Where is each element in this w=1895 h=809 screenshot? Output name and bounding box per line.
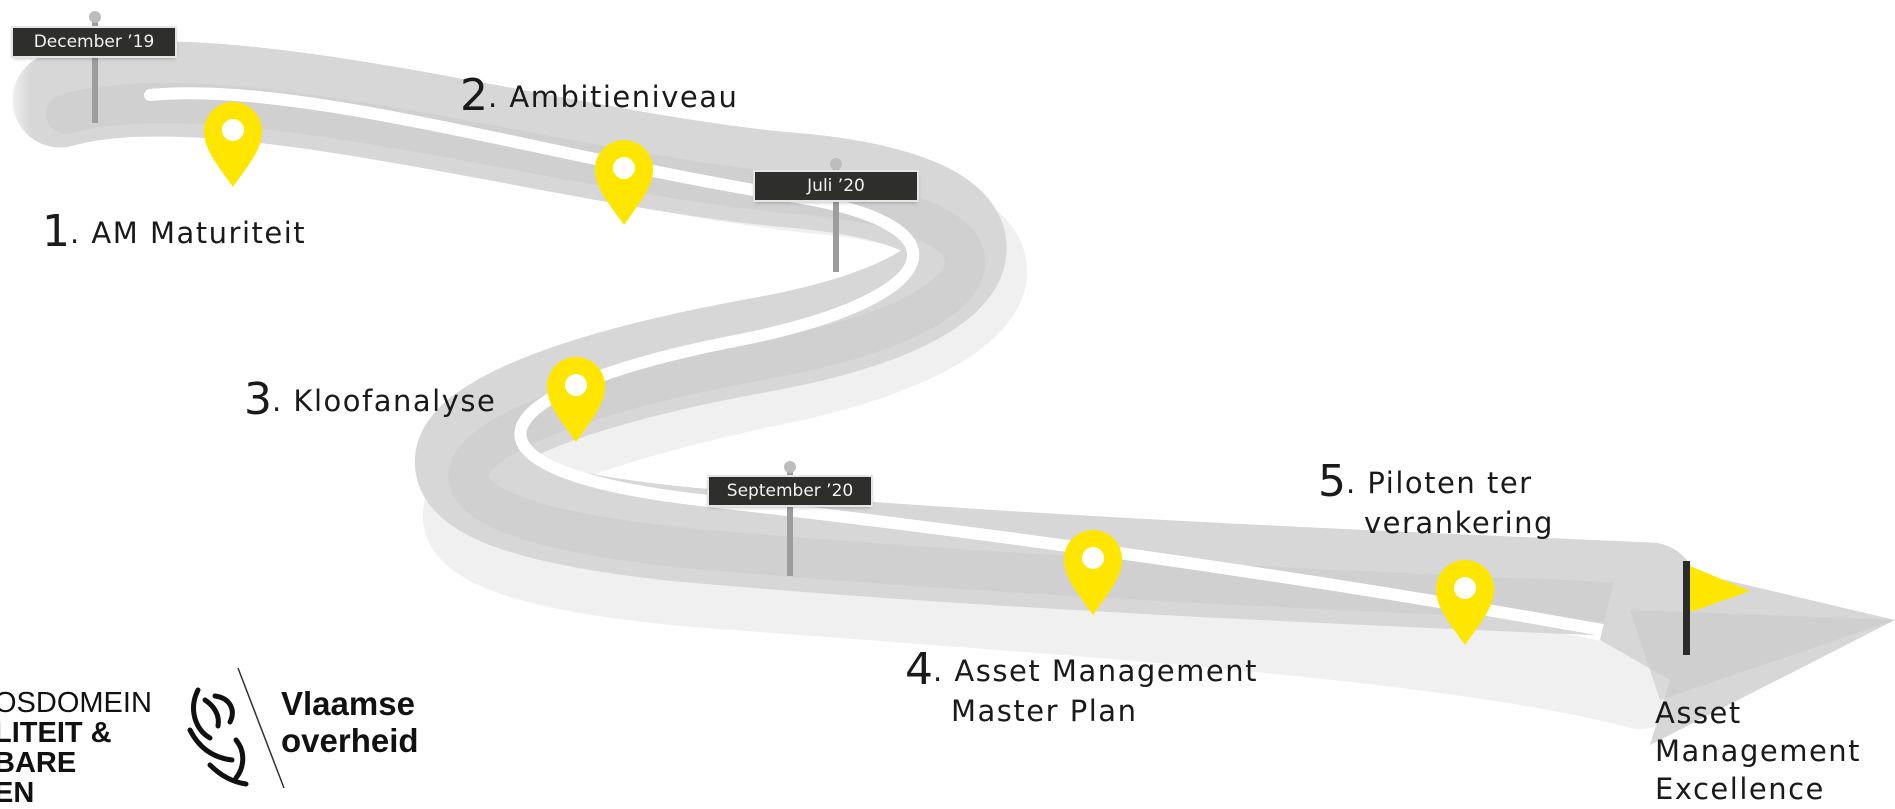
milestone-label: . Kloofanalyse xyxy=(272,384,497,418)
milestone-label: . Ambitieniveau xyxy=(488,80,739,114)
signpost-juli-20: Juli ’20 xyxy=(755,172,917,200)
logo-line-3: BARE xyxy=(0,747,77,779)
logo-line-2: LITEIT & xyxy=(0,717,112,749)
signpost-label: Juli ’20 xyxy=(755,172,917,200)
milestone-label-line2: Master Plan xyxy=(951,694,1138,728)
signpost-pole-2 xyxy=(830,158,842,272)
milestone-number: 5 xyxy=(1318,456,1346,507)
vlaamse-overheid-logo: Vlaamse overheid xyxy=(281,685,419,759)
goal-line-2: Management xyxy=(1655,734,1862,768)
milestone-label: . AM Maturiteit xyxy=(70,216,307,250)
milestone-number: 1 xyxy=(42,206,70,257)
signpost-label: September ’20 xyxy=(709,477,871,505)
milestone-number: 2 xyxy=(460,70,488,121)
milestone-number: 3 xyxy=(244,374,272,425)
department-logo-text: OSDOMEIN LITEIT & BARE EN xyxy=(0,688,152,808)
goal-label: Asset Management Excellence xyxy=(1655,694,1861,808)
map-pin-icon-2 xyxy=(595,140,653,225)
signpost-december-19: December ’19 xyxy=(13,28,175,56)
logo-overheid: overheid xyxy=(281,722,419,759)
logo-divider xyxy=(237,667,285,789)
milestone-number: 4 xyxy=(905,644,933,695)
milestone-2: 2. Ambitieniveau xyxy=(460,74,739,118)
milestone-3: 3. Kloofanalyse xyxy=(244,378,497,422)
logo-vlaamse: Vlaamse xyxy=(281,685,415,722)
goal-line-3: Excellence xyxy=(1655,772,1825,806)
signpost-pole-3 xyxy=(784,461,796,576)
milestone-label: . Piloten ter xyxy=(1346,466,1533,500)
finish-flag-icon xyxy=(1683,561,1750,655)
flemish-lion-icon xyxy=(187,687,249,787)
signpost-pole-1 xyxy=(89,11,101,123)
milestone-5: 5. Piloten ter verankering xyxy=(1318,460,1554,543)
logo-line-1: OSDOMEIN xyxy=(0,687,152,719)
signpost-label: December ’19 xyxy=(13,28,175,56)
goal-line-1: Asset xyxy=(1655,696,1742,730)
milestone-label: . Asset Management xyxy=(933,654,1258,688)
road-arrow-tip-shade xyxy=(1630,610,1895,700)
signpost-september-20: September ’20 xyxy=(709,477,871,505)
logo-line-4: EN xyxy=(0,777,35,809)
milestone-label-line2: verankering xyxy=(1364,506,1554,540)
milestone-4: 4. Asset Management Master Plan xyxy=(905,648,1258,731)
milestone-1: 1. AM Maturiteit xyxy=(42,210,307,254)
road-center-line xyxy=(144,87,1706,654)
